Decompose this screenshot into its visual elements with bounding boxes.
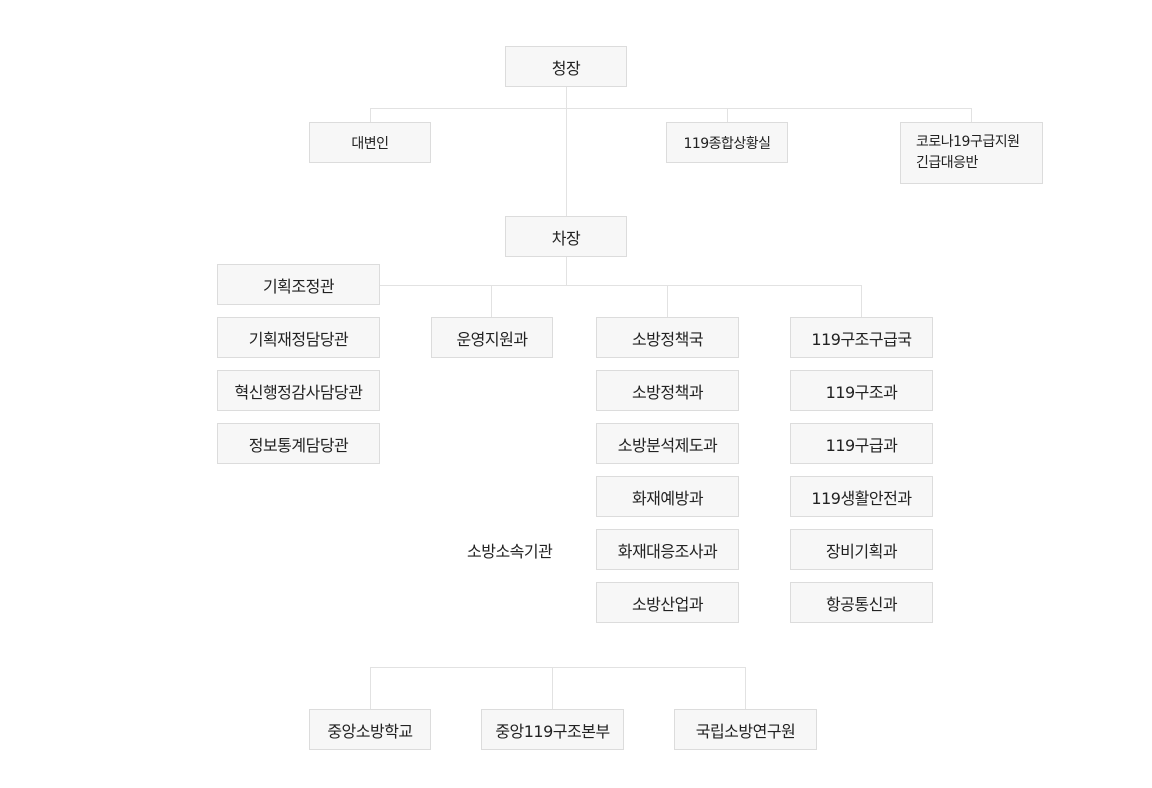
aviation-comms-box[interactable]: 항공통신과 — [790, 582, 933, 623]
chief-box[interactable]: 청장 — [505, 46, 627, 87]
rescue-division-box[interactable]: 119구조과 — [790, 370, 933, 411]
connector-line — [370, 108, 972, 109]
connector-line — [727, 108, 728, 122]
connector-line — [971, 108, 972, 122]
planning-coordination-box[interactable]: 기획조정관 — [217, 264, 380, 305]
connector-line — [370, 667, 371, 709]
situation-room-box[interactable]: 119종합상황실 — [666, 122, 788, 163]
life-safety-box[interactable]: 119생활안전과 — [790, 476, 933, 517]
central-rescue-hq-box[interactable]: 중앙119구조본부 — [481, 709, 624, 750]
fire-research-institute-box[interactable]: 국립소방연구원 — [674, 709, 817, 750]
fire-prevention-box[interactable]: 화재예방과 — [596, 476, 739, 517]
connector-line — [491, 285, 492, 317]
connector-line — [745, 667, 746, 709]
connector-line — [667, 285, 668, 317]
spokesperson-box[interactable]: 대변인 — [309, 122, 431, 163]
connector-line — [552, 667, 553, 709]
deputy-box[interactable]: 차장 — [505, 216, 627, 257]
connector-line — [370, 667, 746, 668]
corona-response-line2: 긴급대응반 — [916, 155, 978, 171]
fire-policy-bureau-box[interactable]: 소방정책국 — [596, 317, 739, 358]
fire-analysis-box[interactable]: 소방분석제도과 — [596, 423, 739, 464]
fire-policy-division-box[interactable]: 소방정책과 — [596, 370, 739, 411]
connector-line — [566, 86, 567, 216]
info-statistics-box[interactable]: 정보통계담당관 — [217, 423, 380, 464]
connector-line — [861, 285, 862, 317]
rescue-bureau-box[interactable]: 119구조구급국 — [790, 317, 933, 358]
equipment-planning-box[interactable]: 장비기획과 — [790, 529, 933, 570]
operations-support-box[interactable]: 운영지원과 — [431, 317, 553, 358]
planning-finance-box[interactable]: 기획재정담당관 — [217, 317, 380, 358]
affiliated-agencies-label: 소방소속기관 — [467, 542, 553, 561]
connector-line — [380, 285, 862, 286]
central-fire-school-box[interactable]: 중앙소방학교 — [309, 709, 431, 750]
corona-response-line1: 코로나19구급지원 — [916, 134, 1020, 150]
connector-line — [370, 108, 371, 122]
ems-division-box[interactable]: 119구급과 — [790, 423, 933, 464]
innovation-audit-box[interactable]: 혁신행정감사담당관 — [217, 370, 380, 411]
connector-line — [566, 256, 567, 285]
fire-investigation-box[interactable]: 화재대응조사과 — [596, 529, 739, 570]
corona-response-box[interactable]: 코로나19구급지원 긴급대응반 — [900, 122, 1043, 184]
fire-industry-box[interactable]: 소방산업과 — [596, 582, 739, 623]
